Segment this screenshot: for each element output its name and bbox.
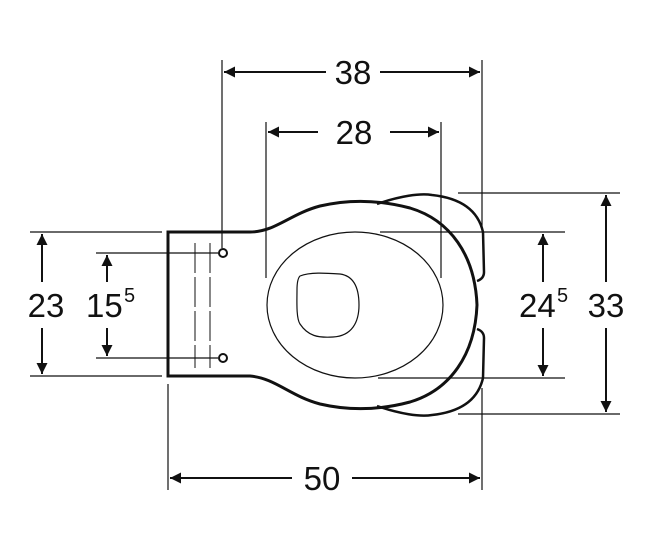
dim-label-33: 33	[588, 287, 625, 324]
fixing-hole-bottom	[218, 353, 228, 363]
dim-label-23: 23	[28, 287, 65, 324]
fixing-hole-top	[218, 248, 228, 258]
dim-label-24-5: 24	[519, 287, 556, 324]
dim-label-15-5: 15	[86, 287, 123, 324]
dimension-lines	[36, 66, 612, 484]
dim-label-28: 28	[336, 114, 373, 151]
dim-label-24-5-sup: 5	[557, 285, 568, 307]
bowl-rim	[266, 231, 444, 379]
dim-label-15-5-sup: 5	[124, 285, 135, 307]
bowl-outlet	[296, 272, 360, 338]
seat-lid-outline	[376, 193, 486, 417]
toilet-body-outline	[166, 199, 479, 411]
dim-label-38: 38	[335, 54, 372, 91]
back-plate-guides	[194, 243, 211, 368]
extension-lines	[30, 60, 620, 490]
dim-label-50: 50	[304, 460, 341, 497]
